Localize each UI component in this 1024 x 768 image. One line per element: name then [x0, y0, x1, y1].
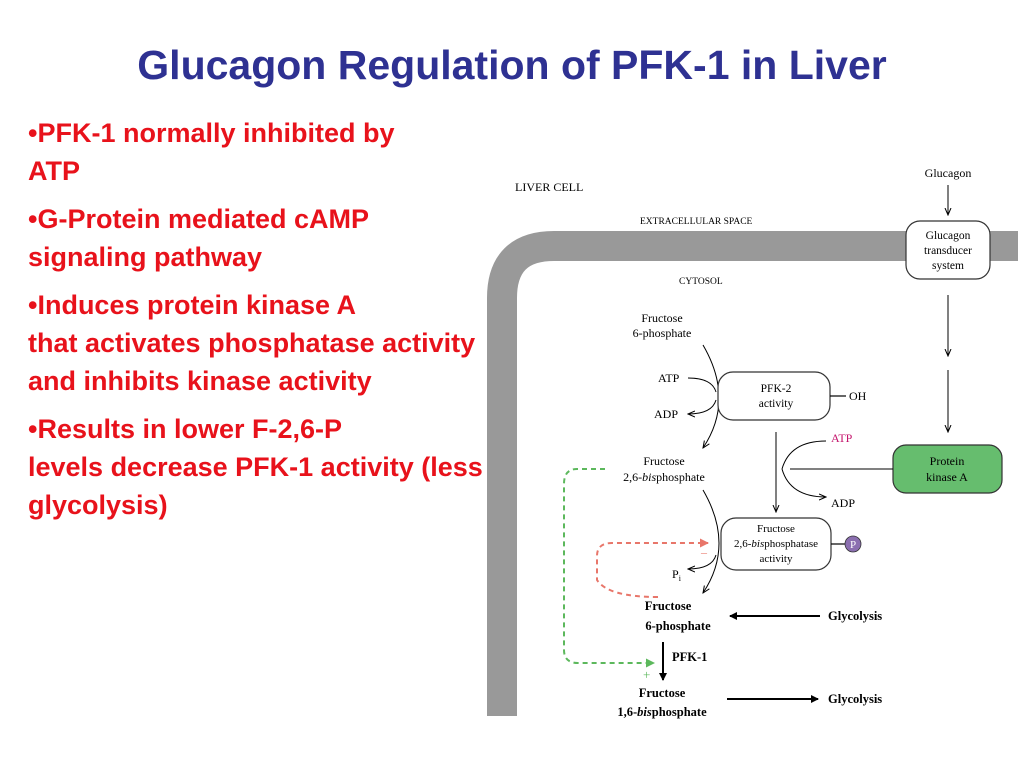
bullet-dot: •	[28, 204, 38, 234]
pi-out-arrow	[688, 554, 717, 569]
fbpase-label-1: Fructose	[757, 523, 795, 535]
pi-sub: i	[679, 574, 682, 583]
atp-in-arrow	[687, 377, 717, 393]
pka-label-1: Protein	[930, 454, 965, 468]
glycolysis-top-label: Glycolysis	[828, 609, 882, 623]
pfk2-label-1: PFK-2	[761, 383, 792, 395]
fbpase-pre: 2,6-	[734, 538, 752, 550]
glycolysis-bottom-label: Glycolysis	[828, 692, 882, 706]
phosphate-badge	[844, 535, 862, 553]
pfk1-label: PFK-1	[672, 650, 707, 664]
liver-cell-label: LIVER CELL	[515, 180, 583, 194]
adp-right-label: ADP	[831, 496, 855, 510]
protein-kinase-a-box	[892, 444, 1003, 494]
pfk2-reaction-curve	[703, 344, 720, 448]
fbpase-label-3: activity	[760, 553, 793, 565]
f16bp-label-2: 1,6-bisphosphate	[617, 705, 707, 719]
f26bp-label-2: 2,6-bisphosphate	[623, 470, 705, 484]
transducer-label-3: system	[932, 260, 964, 272]
atp-left-label: ATP	[658, 371, 680, 385]
f26bp-post: phosphate	[656, 470, 705, 484]
bullet-item: •G-Protein mediated cAMP signaling pathwa…	[28, 200, 498, 276]
atp-right-curve	[781, 440, 827, 470]
f16bp-post: phosphate	[652, 705, 707, 719]
fbpase-post: phosphatase	[764, 538, 818, 550]
slide-title: Glucagon Regulation of PFK-1 in Liver	[137, 42, 887, 88]
bullet-item: •PFK-1 normally inhibited by ATP	[28, 114, 498, 190]
bullet-item: •Results in lower F-2,6-P levels decrease…	[28, 410, 498, 524]
pfk2-label-2: activity	[759, 398, 794, 410]
fbpase-ital: bis	[751, 538, 764, 550]
bullet-lead: Results in lower F-2,6-P	[37, 414, 343, 444]
pfk2-activity-box	[717, 371, 831, 421]
fbpase-reaction-curve	[703, 489, 720, 593]
adp-out-arrow	[688, 399, 717, 414]
pi-label: Pi	[672, 567, 682, 583]
f16bp-pre: 1,6-	[617, 705, 637, 719]
transducer-label-1: Glucagon	[926, 230, 971, 242]
glucagon-label: Glucagon	[925, 166, 972, 180]
pi-main: P	[672, 567, 679, 581]
bullet-dot: •	[28, 290, 38, 320]
bullet-dot: •	[28, 414, 38, 444]
pka-label-2: kinase A	[926, 470, 968, 484]
f6p-top-label-1: Fructose	[641, 311, 682, 325]
f6p-bold-label-1: Fructose	[645, 599, 692, 613]
bullet-lead: Induces protein kinase A	[37, 290, 357, 320]
bullet-rest: levels decrease PFK-1 activity (less gly…	[28, 452, 483, 520]
oh-label: OH	[849, 389, 867, 403]
inhibition-dashed-arrow	[596, 538, 709, 598]
bullet-lead: G-Protein mediated cAMP	[37, 204, 370, 234]
bullet-rest: signaling pathway	[28, 242, 263, 272]
bullet-lead: PFK-1 normally inhibited by	[37, 118, 395, 148]
f6p-top-label-2: 6-phosphate	[633, 326, 692, 340]
adp-left-label: ADP	[654, 407, 678, 421]
f6p-bold-label-2: 6-phosphate	[645, 619, 711, 633]
adp-right-curve	[781, 468, 826, 497]
glucagon-transducer-box	[905, 220, 991, 280]
inhibition-minus-sign: –	[700, 545, 708, 559]
bullet-item: •Induces protein kinase A that activates …	[28, 286, 498, 400]
bullet-rest: ATP	[28, 156, 80, 186]
f16bp-label-1: Fructose	[639, 686, 686, 700]
cell-membrane	[487, 231, 1018, 716]
f16bp-ital: bis	[637, 705, 652, 719]
bullet-rest: that activates phosphatase activity and …	[28, 328, 476, 396]
atp-right-label: ATP	[831, 431, 853, 445]
transducer-label-2: transducer	[924, 245, 972, 257]
phosphate-badge-label: P	[850, 539, 856, 551]
fbpase-label-2: 2,6-bisphosphatase	[734, 538, 818, 550]
f26bp-label-1: Fructose	[643, 454, 684, 468]
cytosol-label: CYTOSOL	[679, 277, 723, 287]
extracellular-label: EXTRACELLULAR SPACE	[640, 217, 753, 227]
f26bp-ital: bis	[642, 470, 656, 484]
activation-plus-sign: +	[643, 667, 650, 682]
bullet-dot: •	[28, 118, 38, 148]
activation-dashed-arrow	[563, 468, 655, 668]
f26bp-pre: 2,6-	[623, 470, 642, 484]
